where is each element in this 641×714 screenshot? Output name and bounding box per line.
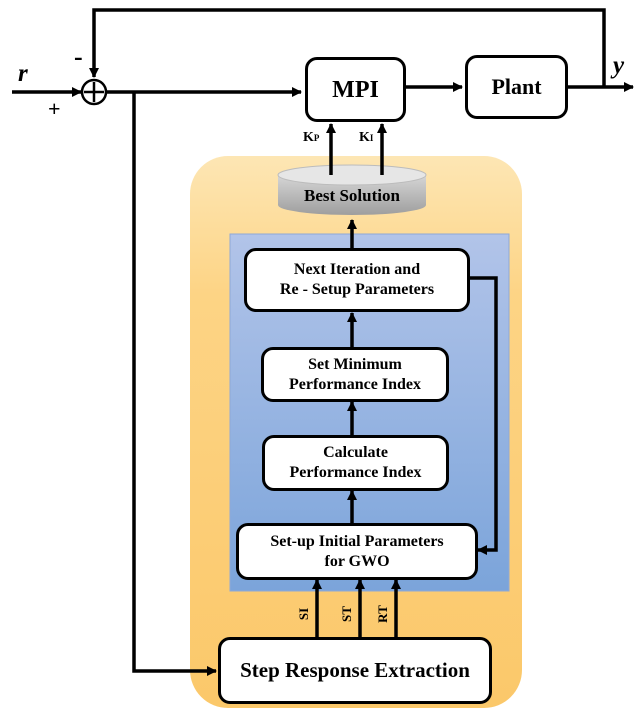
- ki-label: KI: [359, 130, 374, 145]
- kp-label: KP: [303, 130, 320, 145]
- error-branch-wire: [132, 92, 217, 676]
- st-label: ST: [339, 606, 354, 622]
- plant-block: Plant: [465, 55, 568, 119]
- reference-label: r: [18, 60, 28, 87]
- minus-sign-label: -: [74, 42, 83, 71]
- output-label: y: [613, 52, 625, 79]
- step-response-block: Step Response Extraction: [218, 637, 492, 704]
- plus-sign-label: +: [48, 96, 61, 121]
- calculate-block: Calculate Performance Index: [262, 435, 449, 491]
- set-minimum-block: Set Minimum Performance Index: [261, 347, 449, 402]
- rt-label: RT: [375, 605, 390, 623]
- best-solution-database: [277, 164, 427, 215]
- next-iteration-block: Next Iteration and Re - Setup Parameters: [244, 248, 470, 312]
- feedback-wire: [89, 8, 606, 87]
- mpi-controller-block: MPI: [305, 57, 406, 122]
- best-solution-label: Best Solution: [304, 186, 400, 205]
- iteration-loop-wire: [470, 276, 498, 555]
- si-label: SI: [296, 607, 311, 621]
- summing-junction: [80, 78, 108, 106]
- setup-initial-block: Set-up Initial Parameters for GWO: [236, 523, 478, 580]
